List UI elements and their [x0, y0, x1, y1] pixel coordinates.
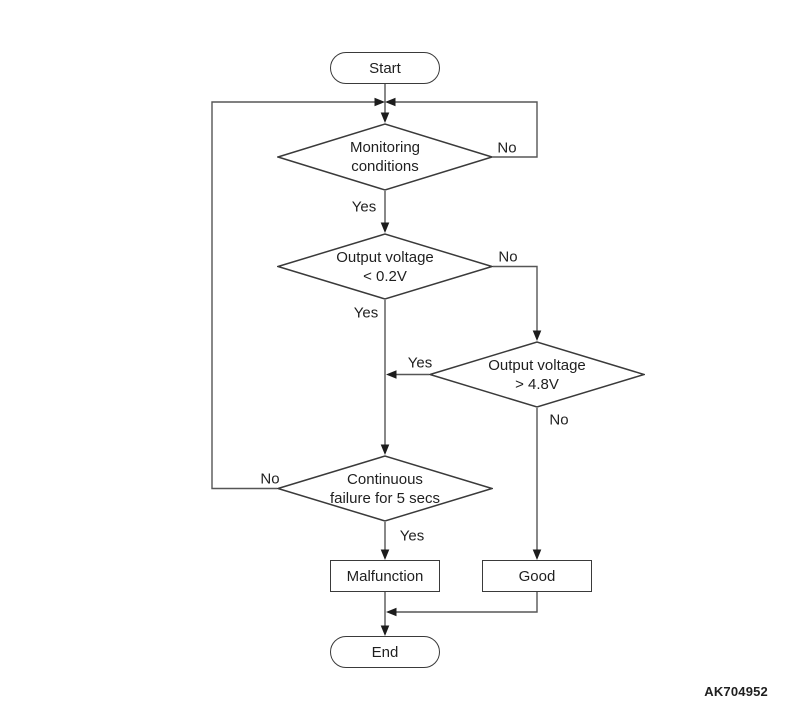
decision-monitoring-label: Monitoring conditions [349, 139, 421, 175]
edge-label-output-high-yes: Yes [407, 354, 433, 372]
edge-label-continuous-no: No [260, 470, 280, 488]
arrowhead-into-continuous [380, 444, 390, 455]
malfunction-box: Malfunction [330, 560, 440, 592]
edge-continuous-no-loop [211, 101, 383, 490]
edge-label-output-low-yes: Yes [353, 304, 379, 322]
edge-monitoring-no-loop [387, 101, 538, 158]
end-node: End [330, 636, 440, 668]
end-label: End [371, 643, 399, 661]
edge-label-continuous-yes: Yes [399, 527, 425, 545]
decision-output-voltage-low: Output voltage < 0.2V [277, 233, 493, 300]
arrowhead-into-malfunction [380, 549, 390, 560]
decision-continuous-label: Continuous failure for 5 secs [329, 470, 441, 507]
diamond-shape [277, 233, 493, 300]
arrowhead-loop-right-into-junction [385, 97, 396, 107]
decision-output-high-label: Output voltage > 4.8V [488, 356, 586, 393]
decision-monitoring-conditions: Monitoring conditions [277, 123, 493, 191]
good-box: Good [482, 560, 592, 592]
arrowhead-loop-left-into-junction [374, 97, 385, 107]
edge-output-low-no [493, 265, 538, 339]
start-node: Start [330, 52, 440, 84]
arrowhead-into-end [380, 625, 390, 636]
decision-output-voltage-high: Output voltage > 4.8V [429, 341, 645, 408]
decision-output-low-label: Output voltage < 0.2V [336, 248, 434, 285]
figure-code: AK704952 [704, 684, 768, 699]
arrowhead-into-monitoring [380, 112, 390, 123]
edge-label-monitoring-no: No [497, 139, 517, 157]
diamond-shape [277, 123, 493, 191]
arrowhead-into-output-low [380, 222, 390, 233]
edge-label-monitoring-yes: Yes [351, 198, 377, 216]
good-label: Good [518, 567, 556, 585]
arrowhead-merge-main-line [386, 370, 397, 379]
edge-good-to-merge [388, 592, 538, 613]
edge-label-output-low-no: No [498, 248, 518, 266]
start-label: Start [369, 59, 401, 77]
arrowhead-into-output-high [532, 330, 542, 341]
malfunction-label: Malfunction [346, 567, 424, 585]
decision-continuous-failure: Continuous failure for 5 secs [277, 455, 493, 522]
diamond-shape [277, 455, 493, 522]
arrowhead-good-merge [386, 607, 397, 617]
diamond-shape [429, 341, 645, 408]
arrowhead-into-good [532, 549, 542, 560]
edge-label-output-high-no: No [549, 411, 569, 429]
